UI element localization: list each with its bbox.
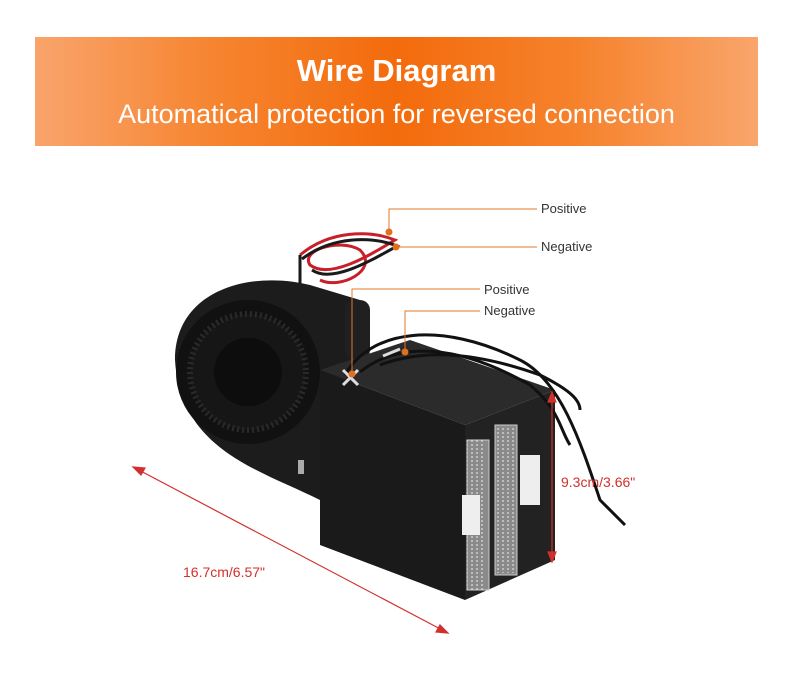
fan-wires [298, 232, 401, 290]
length-dimension-arrow [131, 466, 450, 634]
height-dimension-arrow [547, 390, 557, 564]
heater-positive-label: Positive [484, 282, 530, 297]
callout-lines [351, 208, 537, 374]
fan-negative-label: Negative [541, 239, 593, 254]
plus-marking [341, 368, 360, 387]
blower-fan [175, 280, 370, 500]
heater-negative-label: Negative [484, 303, 536, 318]
banner-subtitle: Automatical protection for reversed conn… [118, 99, 675, 129]
heater-wires [343, 333, 627, 527]
minus-marking [382, 347, 401, 358]
banner-title: Wire Diagram [296, 53, 497, 88]
header-banner: Wire Diagram Automatical protection for … [35, 37, 758, 146]
heater-box [320, 340, 555, 600]
callout-dots [348, 228, 409, 378]
length-dimension-label: 16.7cm/6.57" [183, 564, 266, 580]
fan-positive-label: Positive [541, 201, 587, 216]
height-dimension-label: 9.3cm/3.66" [561, 474, 636, 490]
